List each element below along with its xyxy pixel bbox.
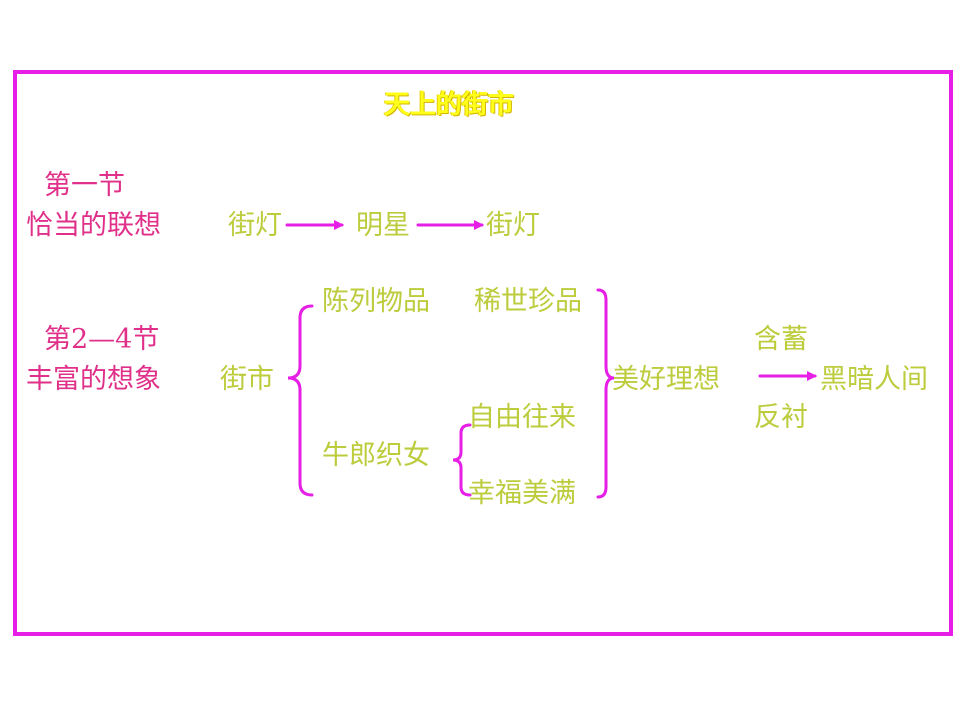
section2-theme: 丰富的想象	[26, 364, 161, 395]
section1-heading: 第一节	[44, 170, 125, 201]
section2-heading: 第2—4节	[44, 324, 160, 355]
contrast-node: 黑暗人间	[820, 364, 928, 395]
chain-item-3: 街灯	[486, 210, 540, 241]
diagram-frame	[13, 70, 953, 636]
section1-theme: 恰当的联想	[26, 210, 161, 241]
root-node: 街市	[220, 364, 274, 395]
chain-item-1: 街灯	[228, 210, 282, 241]
branch-top: 陈列物品	[322, 286, 430, 317]
result-node: 美好理想	[612, 364, 720, 395]
sub-branch-bottom: 幸福美满	[468, 478, 576, 509]
branch-top-detail: 稀世珍品	[474, 286, 582, 317]
chain-item-2: 明星	[356, 210, 410, 241]
sub-branch-top: 自由往来	[468, 402, 576, 433]
relation-bottom: 反衬	[754, 402, 808, 433]
relation-top: 含蓄	[754, 324, 808, 355]
page-title: 天上的街市	[384, 90, 515, 120]
branch-bottom: 牛郎织女	[322, 440, 430, 471]
